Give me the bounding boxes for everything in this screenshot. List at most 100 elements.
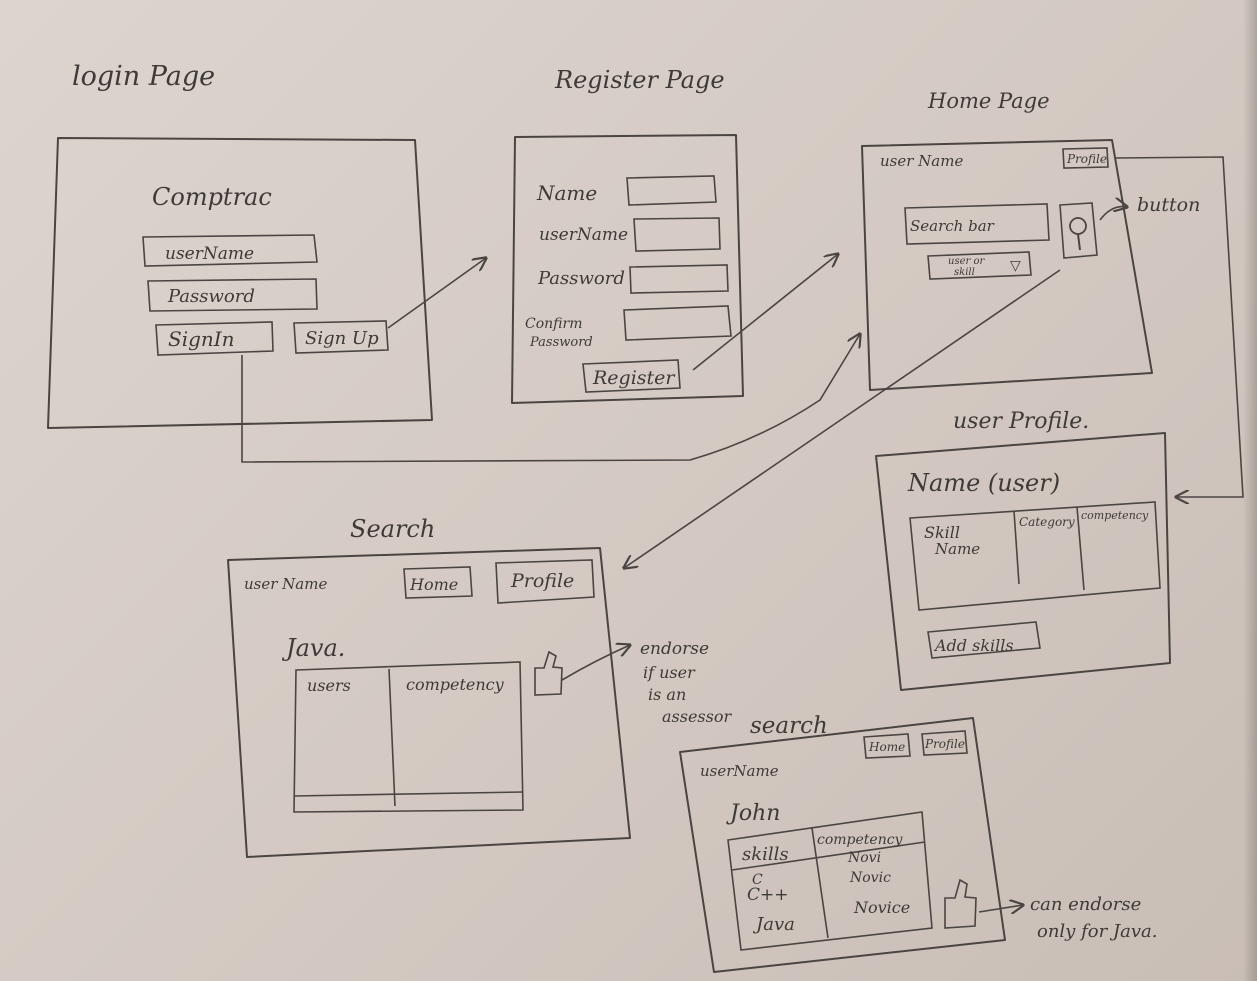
col-category: Category bbox=[1019, 515, 1075, 529]
password-field-label: Password bbox=[167, 286, 255, 307]
search-bar[interactable]: Search bar bbox=[904, 203, 1050, 245]
signup-button[interactable]: Sign Up bbox=[293, 320, 389, 354]
home-profile-button[interactable]: Profile bbox=[1062, 147, 1109, 169]
button-pointer-arrow bbox=[1099, 207, 1127, 221]
table-divider bbox=[1076, 506, 1085, 591]
skill-cpp: C++ bbox=[747, 885, 789, 905]
login-page: login Page Comptrac userName Password Si… bbox=[47, 61, 433, 429]
search-profile-button[interactable]: Profile bbox=[495, 559, 595, 604]
col-skills: skills bbox=[742, 844, 789, 865]
username-field[interactable]: userName bbox=[142, 234, 318, 267]
search2-page-title: search bbox=[750, 713, 828, 739]
register-to-home-arrow bbox=[692, 254, 838, 371]
endorse-note-line2: if user bbox=[643, 663, 696, 682]
register-username-input[interactable] bbox=[633, 217, 721, 252]
add-skills-button[interactable]: Add skills bbox=[927, 621, 1041, 659]
login-frame bbox=[47, 137, 433, 429]
signin-button-label: SignIn bbox=[168, 327, 235, 351]
home-frame bbox=[861, 139, 1153, 391]
button-note: button bbox=[1137, 194, 1200, 216]
app-name: Comptrac bbox=[152, 183, 272, 211]
search2-frame bbox=[679, 717, 1006, 973]
signin-to-home-arrow bbox=[241, 334, 860, 463]
add-skills-label: Add skills bbox=[933, 636, 1014, 655]
register-page-title: Register Page bbox=[554, 66, 725, 94]
endorse-note-line3: is an bbox=[648, 685, 686, 704]
profile-name: Name (user) bbox=[907, 469, 1060, 497]
login-page-title: login Page bbox=[72, 61, 215, 92]
home-page: Home Page user Name Profile Search bar u… bbox=[861, 89, 1200, 391]
confirm-password-input[interactable] bbox=[623, 305, 732, 341]
search-icon bbox=[1069, 217, 1087, 251]
table-divider bbox=[1013, 510, 1020, 585]
dropdown-line1: user or bbox=[948, 256, 985, 267]
search2-user-name: userName bbox=[700, 762, 779, 780]
comp-cpp: Novic bbox=[849, 870, 891, 886]
username-field-label: userName bbox=[165, 244, 254, 264]
thumbs-up-icon[interactable] bbox=[534, 650, 563, 696]
thumbs-up-icon[interactable] bbox=[944, 878, 977, 929]
confirm-label-line2: Password bbox=[529, 335, 593, 350]
skills-table bbox=[909, 501, 1161, 611]
signin-button[interactable]: SignIn bbox=[155, 321, 274, 356]
paper-edge-shadow bbox=[1243, 0, 1257, 981]
home-page-title: Home Page bbox=[927, 89, 1050, 113]
skill-java: Java bbox=[752, 914, 795, 935]
signup-to-register-arrow bbox=[387, 258, 486, 329]
col-users: users bbox=[307, 676, 351, 695]
col-competency: competency bbox=[1081, 509, 1149, 522]
endorse-java-arrow bbox=[978, 905, 1023, 912]
search-user-name: user Name bbox=[244, 575, 327, 593]
search-page-title: Search bbox=[350, 515, 435, 543]
endorse-note-line4: assessor bbox=[662, 707, 732, 726]
signup-button-label: Sign Up bbox=[305, 328, 379, 349]
col-skill-name-line2: Name bbox=[934, 540, 980, 558]
results-table bbox=[293, 661, 524, 813]
search-type-dropdown[interactable]: user or skill ▽ bbox=[927, 251, 1032, 280]
user-profile-page: user Profile. Name (user) Skill Name Cat… bbox=[875, 409, 1171, 691]
search-frame bbox=[227, 547, 631, 858]
confirm-label-line1: Confirm bbox=[525, 316, 582, 332]
search-query: Java. bbox=[281, 634, 345, 662]
search-page-users: Search user Name Home Profile Java. user… bbox=[227, 515, 732, 858]
search2-home-button[interactable]: Home bbox=[863, 733, 911, 759]
dropdown-line2: skill bbox=[954, 267, 975, 278]
table-divider bbox=[731, 841, 926, 871]
search-page-skills: search userName Home Profile John skills… bbox=[679, 713, 1157, 973]
search-bar-label: Search bar bbox=[910, 217, 995, 235]
search2-profile-button[interactable]: Profile bbox=[921, 730, 968, 756]
register-frame bbox=[511, 134, 744, 404]
search-home-button[interactable]: Home bbox=[403, 566, 473, 599]
skill-c: C bbox=[752, 872, 763, 888]
profile-to-user-profile-arrow bbox=[1115, 156, 1244, 497]
col-competency: competency bbox=[406, 675, 505, 694]
search-home-label: Home bbox=[409, 575, 458, 594]
endorse-note-arrow bbox=[561, 645, 630, 681]
search2-home-label: Home bbox=[868, 740, 905, 754]
profile-frame bbox=[875, 432, 1171, 691]
name-input[interactable] bbox=[626, 175, 717, 206]
register-button[interactable]: Register bbox=[582, 359, 681, 393]
home-user-name: user Name bbox=[880, 152, 963, 170]
register-username-label: userName bbox=[539, 225, 628, 245]
endorse-java-note-line2: only for Java. bbox=[1037, 921, 1157, 942]
register-button-label: Register bbox=[592, 367, 676, 389]
profile-page-title: user Profile. bbox=[953, 409, 1089, 434]
comp-c: Novi bbox=[847, 850, 881, 866]
endorse-java-note-line1: can endorse bbox=[1030, 894, 1141, 915]
table-divider bbox=[293, 791, 524, 797]
endorse-note-line1: endorse bbox=[640, 639, 709, 659]
search-button[interactable] bbox=[1059, 202, 1098, 259]
search2-table bbox=[727, 811, 933, 951]
search2-person: John bbox=[726, 801, 780, 826]
comp-java: Novice bbox=[853, 898, 910, 917]
register-password-input[interactable] bbox=[629, 264, 729, 294]
home-to-search-arrow bbox=[624, 269, 1061, 568]
register-page: Register Page Name userName Password Con… bbox=[511, 66, 744, 404]
home-profile-label: Profile bbox=[1066, 152, 1107, 166]
search2-profile-label: Profile bbox=[924, 737, 965, 751]
col-competency: competency bbox=[817, 832, 904, 848]
password-field[interactable]: Password bbox=[147, 278, 318, 312]
table-divider bbox=[811, 827, 829, 939]
